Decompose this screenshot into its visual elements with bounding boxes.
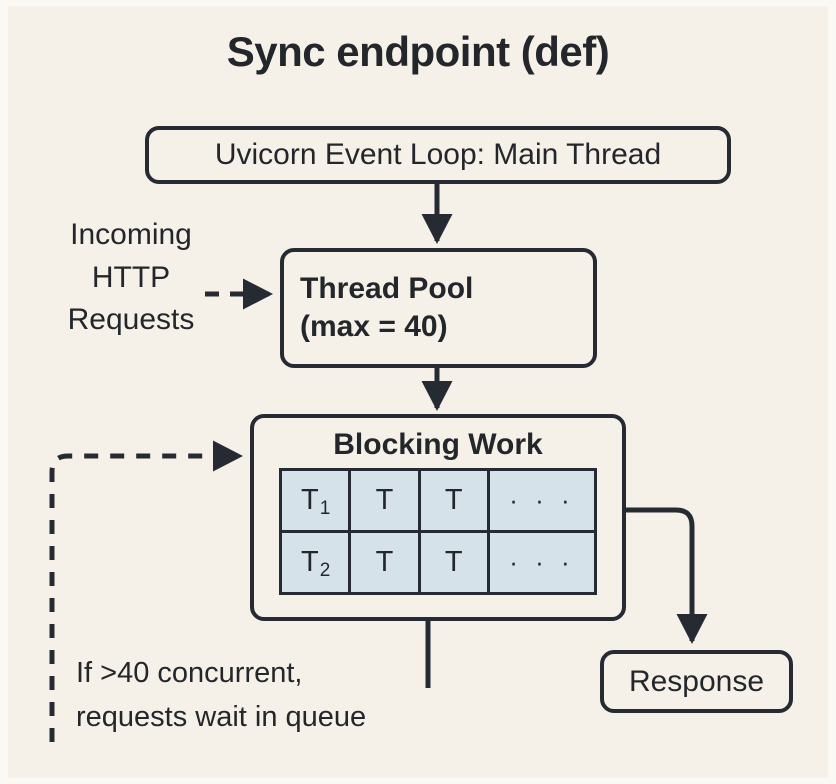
label-queue-note: If >40 concurrent, requests wait in queu… (76, 652, 456, 739)
node-response[interactable]: Response (600, 650, 793, 713)
label-incoming-line3: Requests (67, 303, 195, 337)
label-queue-line2: requests wait in queue (76, 700, 367, 733)
node-thread-pool-max: (max = 40) (300, 310, 448, 343)
node-blocking-work-title: Blocking Work (333, 428, 543, 461)
label-incoming-line2: HTTP (91, 260, 171, 294)
thread-cell-text: T (301, 545, 319, 578)
thread-cell[interactable]: T2 (278, 529, 352, 595)
label-incoming-requests: Incoming HTTP Requests (26, 214, 236, 342)
thread-cell[interactable]: T (348, 467, 421, 533)
node-uvicorn-label: Uvicorn Event Loop: Main Thread (214, 138, 662, 171)
thread-grid-row: T1 T T · · · (278, 467, 598, 533)
thread-cell-text: T (375, 545, 394, 578)
thread-grid-row: T2 T T · · · (278, 529, 598, 595)
thread-cell[interactable]: T (348, 529, 421, 595)
label-queue-line1: If >40 concurrent, (76, 657, 303, 689)
thread-cell-text: T (444, 545, 463, 578)
ellipsis-icon: · · · (509, 484, 575, 515)
thread-cell-ellipsis[interactable]: · · · (486, 467, 598, 533)
thread-cell[interactable]: T (417, 467, 490, 533)
page-title: Sync endpoint (def) (226, 28, 610, 75)
node-uvicorn-event-loop[interactable]: Uvicorn Event Loop: Main Thread (145, 126, 731, 184)
thread-cell-text: T (444, 483, 463, 516)
node-blocking-work[interactable]: Blocking Work T1 T T · · · (250, 414, 626, 621)
ellipsis-icon: · · · (509, 546, 575, 577)
thread-cell-sub: 1 (319, 497, 331, 519)
label-incoming-line1: Incoming (70, 218, 192, 251)
thread-cell-text: T (301, 483, 319, 516)
thread-cell-ellipsis[interactable]: · · · (486, 529, 598, 595)
thread-cell[interactable]: T (417, 529, 490, 595)
node-response-label: Response (628, 664, 765, 698)
thread-grid: T1 T T · · · T2 (278, 467, 598, 595)
thread-cell-sub: 2 (319, 559, 331, 581)
thread-cell[interactable]: T1 (278, 467, 352, 533)
node-thread-pool-title: Thread Pool (300, 271, 474, 305)
thread-grid-body: T1 T T · · · T2 (278, 467, 598, 595)
node-thread-pool[interactable]: Thread Pool (max = 40) (280, 248, 597, 368)
thread-cell-text: T (375, 483, 394, 516)
